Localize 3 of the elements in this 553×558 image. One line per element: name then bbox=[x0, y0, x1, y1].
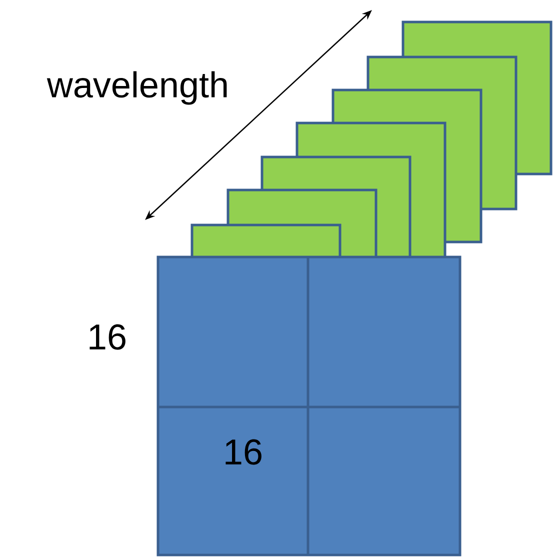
label: 16 bbox=[90, 324, 126, 350]
label: wavelength bbox=[46, 71, 227, 105]
label: 16 bbox=[226, 439, 262, 465]
